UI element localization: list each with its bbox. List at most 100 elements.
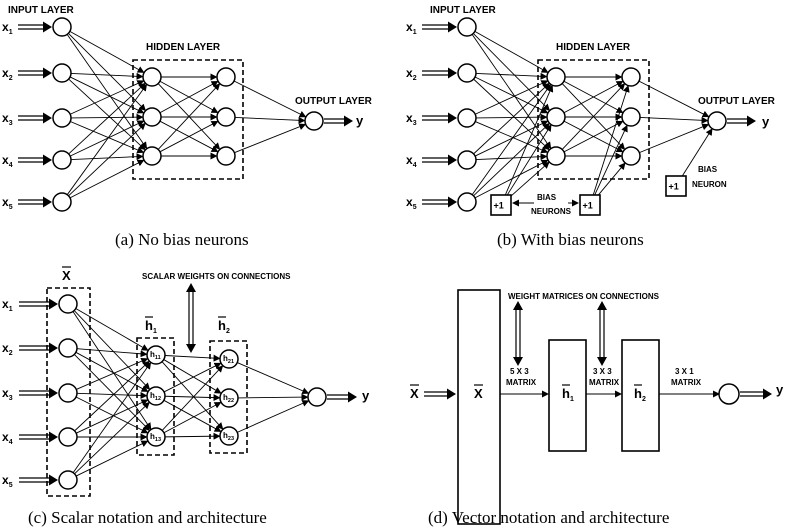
panel-a-hidden-layer-label: HIDDEN LAYER [146, 42, 221, 53]
panel-a-edge-in-h1 [69, 30, 145, 73]
panel-b-input-arrow-1-head [448, 21, 457, 33]
panel-a-input-letter: x [2, 195, 9, 209]
panel-a-input-neuron [52, 150, 72, 170]
panel-c-input-neuron [58, 427, 78, 447]
panel-c-scalar-weights-arrow [186, 283, 196, 353]
panel-b-input-neuron [457, 108, 477, 128]
panel-b-input-neuron [457, 192, 477, 212]
panel-c-edge-h1-h2 [161, 361, 224, 430]
panel-a-input-label-3: x3 [2, 111, 13, 127]
panel-b-edge-h1-h2 [561, 83, 626, 150]
panel-c-input-neuron [58, 470, 78, 490]
panel-b-bias-plus-one-3: +1 [669, 182, 679, 192]
panel-a-edge-in-h1 [70, 153, 144, 161]
panel-d-weight-arrow-2-head-up [597, 301, 607, 310]
panel-b-input-subscript: 3 [413, 120, 417, 127]
panel-a-input-neuron [52, 192, 72, 212]
panel-d-input-x: X [410, 386, 419, 401]
panel-b-output-arrow [727, 115, 756, 127]
panel-b-input-neuron [457, 17, 477, 37]
panel-b-input-neuron [457, 63, 477, 83]
panel-b-edge-in-h1 [473, 78, 550, 151]
panel-d-caption: (d) Vector notation and architecture [428, 508, 669, 527]
panel-b-bias-plus-one-1: +1 [494, 201, 504, 211]
panel-c-edge-in-h1 [74, 401, 150, 475]
panel-a-edge-in-h1 [68, 122, 146, 197]
panel-b-edge-in-h1 [474, 159, 549, 199]
panel-b-edge-in-h1 [474, 31, 549, 73]
panel-c-input-label-3: x3 [2, 386, 13, 402]
panel-a-input-arrow-2 [18, 67, 52, 79]
panel-c-edge-h1-h2 [163, 402, 222, 434]
panel-a-input-letter: x [2, 20, 9, 34]
panel-b-bias-neurons-label-1: BIAS [537, 193, 557, 202]
panel-b-input-letter: x [406, 153, 413, 167]
panel-b-hidden2-neuron [621, 146, 641, 166]
neurons: +1 +1 +1 [52, 17, 740, 490]
layer-boxes [46, 59, 660, 525]
panel-c-input-neuron [58, 294, 78, 314]
panel-c-hidden1-neuron-1-label: h11 [150, 350, 161, 361]
panel-c-input-label-1: x1 [2, 297, 13, 313]
panel-b-edge-bias1-h1 [508, 161, 550, 199]
panel-c-edge-h2-out [237, 400, 310, 433]
panel-b-hidden-layer-box [537, 59, 650, 180]
panel-c-input-arrow-5-head [49, 474, 58, 486]
panel-d-m1-label: MATRIX [506, 378, 537, 387]
panel-c-hidden1-neuron-3-label: h13 [150, 432, 161, 443]
panel-c-hidden1-neuron-2-label-subscript: 12 [155, 396, 161, 402]
panel-a-input-arrow-4 [18, 154, 52, 166]
panel-c-hidden2-neuron-3 [219, 426, 239, 446]
panel-c-hidden1-neuron-3-label-letter: h [150, 432, 155, 441]
panel-a-hidden2-neuron [216, 146, 236, 166]
panel-c-input-neuron [58, 383, 78, 403]
panel-b-input-neuron [457, 150, 477, 170]
panel-c-hidden2-neuron-3-label-letter: h [223, 431, 228, 440]
panel-d-weight-arrow-1-head-up [513, 301, 523, 310]
panel-b-input-arrow-3 [422, 112, 457, 124]
panel-a-hidden1-neuron [142, 107, 162, 127]
panel-c-edge-in-h1 [75, 351, 149, 392]
panel-d-weight-arrow-2 [597, 301, 607, 366]
panel-c-input-subscript: 2 [9, 350, 13, 357]
panel-a-input-arrow-2-head [43, 67, 52, 79]
panel-b-edge-bias2-h2 [593, 124, 628, 197]
panel-a-hidden-layer-box [132, 59, 244, 180]
panel-a-input-neuron [52, 17, 72, 37]
panel-c-input-arrow-1-head [49, 298, 58, 310]
panel-a-input-subscript: 3 [9, 120, 13, 127]
panel-d-weight-matrices-label: WEIGHT MATRICES ON CONNECTIONS [508, 292, 660, 301]
panel-a-output-arrow [324, 115, 353, 127]
panel-a-input-layer-label: INPUT LAYER [8, 5, 75, 16]
panel-a-edge-h1-h2 [159, 120, 219, 153]
panel-c-input-label-2: x2 [2, 341, 13, 357]
panel-c-hidden1-neuron-3 [146, 427, 166, 447]
panel-c-hidden2-neuron-1 [219, 349, 239, 369]
panel-c-hidden1-neuron-1 [146, 345, 166, 365]
panel-a-input-arrow-3 [18, 112, 52, 124]
panel-c-edge-h1-h2 [164, 432, 221, 440]
panel-c-hidden2-neuron-2-label-letter: h [223, 393, 228, 402]
panel-a-edge-in-h1 [66, 83, 148, 195]
panel-b-input-subscript: 4 [413, 162, 417, 169]
panel-c-input-arrow-3-head [49, 387, 58, 399]
panel-c-hidden2-neuron-3-label-subscript: 23 [228, 436, 234, 442]
panel-c-input-label-5: x5 [2, 473, 13, 489]
panel-c-edge-h1-h2 [161, 365, 224, 431]
panel-b-bias-plus-one-2: +1 [583, 201, 593, 211]
panel-c-hidden1-neuron-2 [146, 386, 166, 406]
panel-b-input-arrow-3-head [448, 112, 457, 124]
panel-c-hidden2-neuron-2 [219, 388, 239, 408]
panel-c-hidden1-neuron-1-label-letter: h [150, 350, 155, 359]
panel-b-edge-in-h1 [475, 121, 549, 154]
panel-b-edge-h2-out [639, 123, 710, 154]
panel-d-h1-box-label: h1 [562, 386, 574, 403]
panel-a-edge-in-h1 [69, 159, 145, 199]
panel-a-input-letter: x [2, 111, 9, 125]
panel-a-input-arrow-4-head [43, 154, 52, 166]
panel-c-input-arrow-2 [19, 342, 58, 354]
panel-d-output-neuron [718, 383, 740, 405]
panel-c-edge-in-h1 [75, 399, 149, 434]
panel-c-input-arrow-1 [19, 298, 58, 310]
panel-c-h2-label: h2 [218, 318, 230, 335]
